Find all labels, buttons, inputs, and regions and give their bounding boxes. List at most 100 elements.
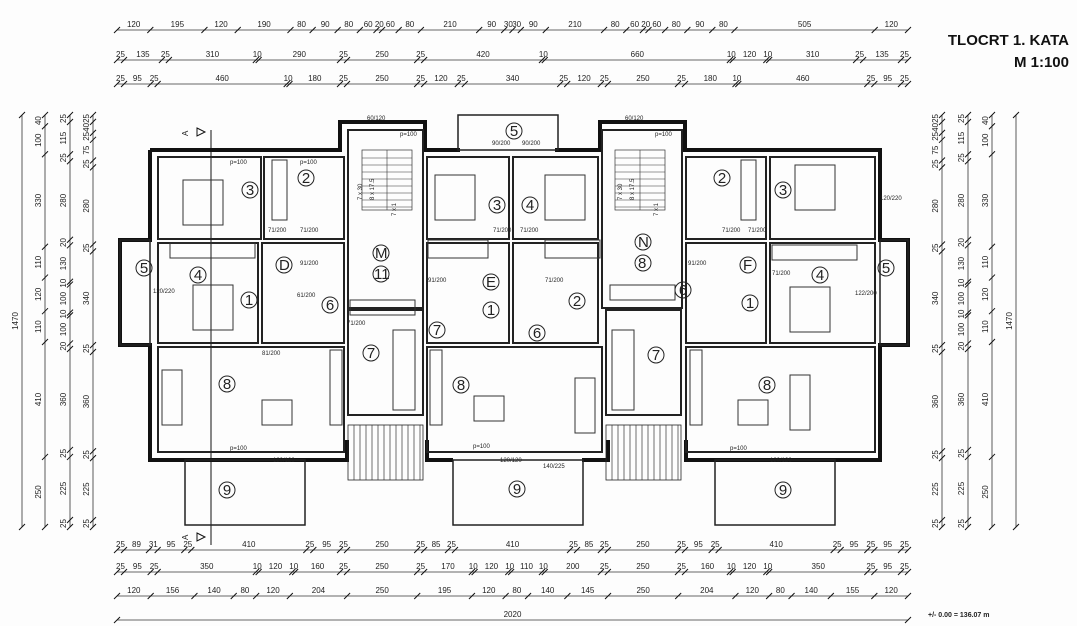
dimension-tick [964, 516, 972, 524]
room-number: 4 [521, 196, 539, 214]
dimension-tick [904, 80, 912, 88]
room-number: 5 [505, 122, 523, 140]
door-label: 120/120 [770, 458, 792, 464]
dimension-tick [41, 523, 49, 531]
room-number: 9 [218, 481, 236, 499]
dimension-value: 20 [641, 20, 650, 29]
dimension-tick [147, 568, 155, 576]
dimension-tick [41, 122, 49, 130]
dimension-value: 85 [432, 540, 441, 549]
room-number: 7 [428, 321, 446, 339]
dimension-value: 110 [981, 255, 990, 268]
dimension-tick [645, 26, 652, 34]
dimension-value: 180 [704, 74, 718, 83]
dimension-tick [904, 616, 912, 624]
dimension-tick [938, 248, 946, 255]
dimension-tick [597, 80, 605, 88]
dimension-value: 40 [82, 122, 91, 131]
dimension-tick [938, 348, 946, 356]
bed [544, 174, 586, 221]
room-number-circle [362, 344, 380, 362]
dimension-tick [863, 568, 871, 576]
dimension-tick [413, 568, 421, 576]
dimension-tick [604, 592, 612, 600]
step-hatching [353, 425, 679, 480]
dimension-tick [66, 516, 74, 524]
dimension-tick [413, 546, 421, 554]
room-number-circle [135, 259, 153, 277]
dimension-tick [120, 56, 128, 64]
dimension-tick [904, 568, 912, 576]
dimension-tick [964, 118, 972, 126]
dimension-tick [343, 56, 351, 64]
dimension-tick [468, 592, 476, 600]
dimension-tick [309, 546, 317, 554]
dimension-tick [1012, 111, 1020, 119]
dimension-value: 25 [59, 153, 68, 162]
drawing-title: TLOCRT 1. KATA [947, 32, 1069, 49]
room-number-text: 7 [367, 345, 375, 362]
dimension-value: 250 [375, 50, 389, 59]
dimension-value: 10 [957, 278, 966, 287]
dimension-tick [502, 592, 509, 600]
dimension-value: 250 [636, 74, 650, 83]
dining-table [737, 399, 769, 426]
dimension-value: 120 [885, 20, 899, 29]
room-number: 9 [508, 480, 526, 498]
dimension-value: 25 [559, 74, 568, 83]
door-label: 71/200 [493, 228, 512, 234]
dimension-tick [41, 111, 49, 119]
dimension-value: 80 [405, 20, 414, 29]
dimension-value: 410 [34, 392, 43, 406]
dimension-tick [89, 454, 97, 462]
room-number-circle [674, 281, 692, 299]
entrance-steps [347, 424, 682, 481]
dimension-value: 25 [900, 50, 909, 59]
dimension-tick [765, 592, 773, 600]
stairwell-number: 11 [374, 266, 390, 283]
dimension-value: 25 [116, 74, 125, 83]
dimension-tick [286, 80, 293, 88]
dimension-tick [113, 80, 121, 88]
room-number: 8 [218, 375, 236, 393]
dimension-value: 110 [34, 320, 43, 333]
dimension-value: 25 [931, 344, 940, 353]
dimension-value: 204 [312, 586, 326, 595]
dimension-value: 10 [253, 50, 262, 59]
dimension-tick [732, 80, 739, 88]
dimension-value: 225 [931, 482, 940, 496]
dimension-tick [252, 568, 260, 576]
dimension-value: 10 [732, 74, 741, 83]
room-number: 2 [297, 169, 315, 187]
dimension-tick [113, 546, 121, 554]
dimension-tick [66, 118, 74, 126]
room-number-text: 7 [433, 322, 441, 339]
dimension-value: 250 [375, 586, 389, 595]
room-number: 7 [362, 344, 380, 362]
dimension-tick [837, 546, 845, 554]
dimension-tick [66, 111, 74, 119]
dimension-value: 25 [305, 540, 314, 549]
dimension-tick [475, 26, 483, 34]
dimension-tick [180, 546, 188, 554]
dimension-value: 310 [206, 50, 220, 59]
dimension-value: 90 [321, 20, 330, 29]
dimension-value: 25 [677, 562, 686, 571]
dimension-tick [964, 309, 972, 316]
dimension-value: 25 [82, 131, 91, 140]
dimension-tick [904, 56, 912, 64]
dimension-value: 20 [59, 238, 68, 247]
room-number-text: 3 [246, 182, 254, 199]
door-label: 61/200 [297, 293, 316, 299]
dimension-tick [731, 26, 738, 34]
dimension-tick [89, 118, 97, 126]
dimension-tick [417, 26, 425, 34]
dimension-tick [286, 592, 294, 600]
room-number-text: 2 [573, 293, 581, 310]
dimension-tick [89, 447, 97, 455]
